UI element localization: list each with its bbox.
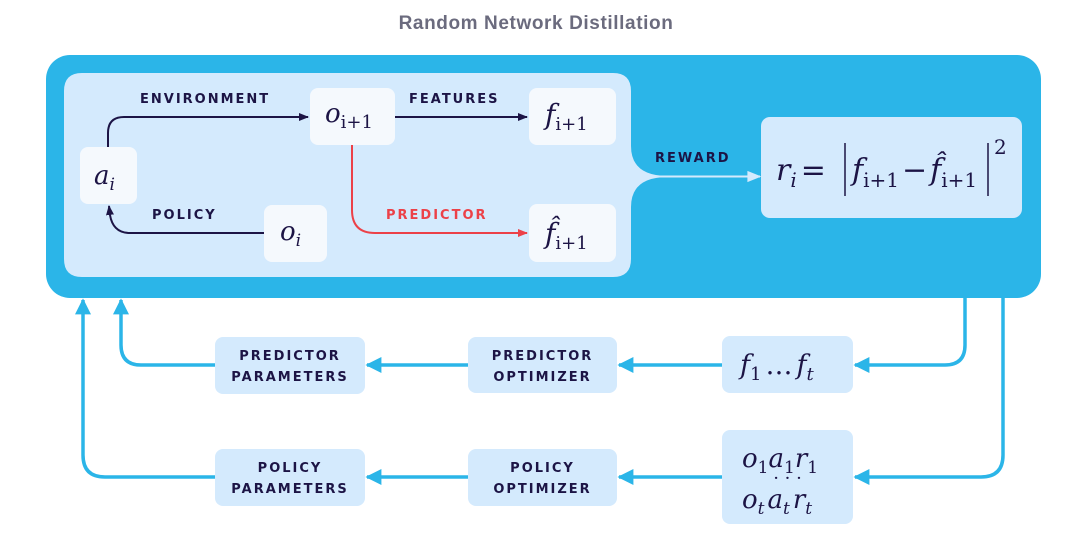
formula-minus: − [902, 153, 927, 188]
formula-eq: = [801, 153, 826, 188]
policy-parameters-line2: PARAMETERS [231, 482, 348, 497]
action-var: a [94, 161, 110, 191]
buffer-ft-sub: t [806, 364, 814, 385]
features-sub: i+1 [555, 114, 587, 135]
formula-r-sub: i [790, 168, 796, 192]
traj-at-sub: t [783, 499, 790, 519]
policy-parameters-line1: POLICY [258, 461, 323, 476]
traj-rt-sub: t [805, 499, 812, 519]
policy-optimizer-line1: POLICY [510, 461, 575, 476]
predictor-arrow [351, 145, 528, 237]
predictor-parameters-line1: PREDICTOR [239, 349, 341, 364]
predictor-params-update [113, 298, 215, 367]
traj-r1-sub: 1 [807, 458, 818, 478]
traj-at-var: a [768, 485, 784, 515]
action-sub: i [110, 175, 115, 195]
obs-var: o [280, 217, 296, 247]
traj-o1-sub: 1 [758, 458, 769, 478]
formula-exponent: 2 [994, 135, 1007, 159]
reward-formula-box: ri= fi+1−f̂i+1 2 [761, 117, 1022, 218]
policy-arrow [106, 205, 264, 234]
traj-rt-var: r [793, 485, 807, 515]
buffer-dots: … [765, 350, 792, 381]
environment-edge-label: ENVIRONMENT [140, 92, 270, 107]
policy-parameters-box: POLICY PARAMETERS [215, 449, 365, 506]
obs-sub: i [296, 231, 301, 251]
traj-a1-sub: 1 [784, 458, 795, 478]
svg-text:oi+1: oi+1 [325, 99, 373, 133]
policy-optimizer-line2: OPTIMIZER [493, 482, 591, 497]
features-edge-label: FEATURES [409, 92, 500, 107]
traj-ot-sub: t [758, 499, 765, 519]
svg-text:ai: ai [94, 161, 115, 195]
predictor-parameters-line2: PARAMETERS [231, 370, 348, 385]
node-next-observation: oi+1 [310, 88, 395, 145]
environment-arrow [107, 113, 309, 147]
traj-o1-var: o [742, 444, 758, 474]
formula-f-sub: i+1 [863, 168, 899, 192]
svg-text:ri=: ri= [776, 153, 826, 192]
policy-buffer-feed [853, 298, 1005, 485]
predictor-optimizer-line2: OPTIMIZER [493, 370, 591, 385]
svg-text:f1…ft: f1…ft [738, 350, 814, 385]
traj-a1-var: a [768, 444, 784, 474]
formula-fhat-sub: i+1 [941, 168, 977, 192]
traj-r1-var: r [795, 444, 809, 474]
predictor-buffer-feed [853, 298, 967, 373]
node-predicted-features: f̂i+1 [529, 204, 616, 262]
predictor-edge-label: PREDICTOR [386, 208, 488, 223]
traj-ot-var: o [742, 485, 758, 515]
policy-params-update [75, 298, 215, 479]
predictor-parameters-box: PREDICTOR PARAMETERS [215, 337, 365, 394]
node-action: ai [80, 147, 137, 204]
buffer-f1-sub: 1 [750, 364, 761, 385]
formula-r: r [776, 153, 792, 188]
svg-text:oi: oi [280, 217, 301, 251]
pred-features-sub: i+1 [555, 233, 587, 254]
node-observation: oi [264, 205, 327, 262]
diagram-title: Random Network Distillation [398, 13, 674, 34]
policy-edge-label: POLICY [152, 208, 217, 223]
inner-loop-panel [64, 73, 668, 277]
policy-optimizer-box: POLICY OPTIMIZER [468, 449, 617, 506]
trajectory-dots: · · · [773, 468, 802, 489]
trajectory-row-first: o1a1r1 [742, 444, 818, 478]
predictor-feature-buffer: f1…ft [722, 336, 853, 393]
node-features: fi+1 [529, 88, 616, 145]
predictor-optimizer-line1: PREDICTOR [492, 349, 594, 364]
predictor-optimizer-box: PREDICTOR OPTIMIZER [468, 337, 617, 393]
next-obs-var: o [325, 99, 341, 129]
svg-text:fi+1: fi+1 [543, 98, 588, 135]
next-obs-sub: i+1 [341, 112, 373, 133]
reward-edge-label: REWARD [655, 151, 731, 166]
